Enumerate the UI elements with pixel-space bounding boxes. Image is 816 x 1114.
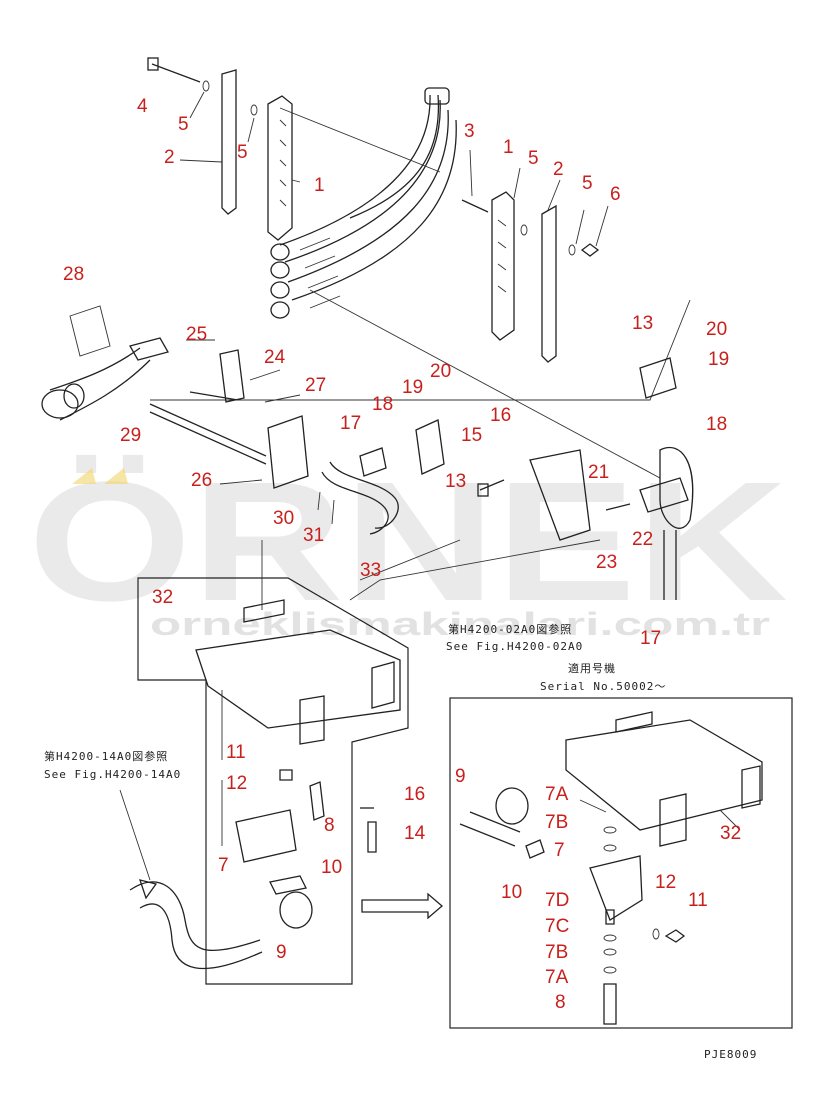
clamp-right — [461, 191, 600, 363]
callout-25: 25 — [186, 324, 207, 345]
callout-20a: 20 — [706, 319, 727, 340]
hose-bundle — [270, 87, 457, 319]
references: 第H4200-02A0図参照 See Fig.H4200-02A0 第H4200… — [44, 622, 757, 1061]
callout-11b: 11 — [688, 890, 708, 911]
callout-2b: 2 — [553, 159, 564, 180]
callout-18a: 18 — [372, 394, 393, 415]
ref1-en: See Fig.H4200-02A0 — [446, 640, 583, 653]
serial-en: Serial No.50002～ — [540, 680, 666, 693]
figure-code: PJE8009 — [704, 1048, 757, 1061]
callout-32b: 32 — [720, 823, 741, 844]
callout-7d-label: 7D — [545, 890, 569, 911]
callout-24: 24 — [264, 347, 286, 368]
callout-15: 15 — [461, 425, 482, 446]
callout-7c-label: 7C — [545, 916, 569, 937]
callout-29: 29 — [120, 425, 141, 446]
callout-28: 28 — [63, 264, 84, 285]
callout-5d: 5 — [582, 173, 593, 194]
callout-16b: 16 — [404, 784, 425, 805]
callout-9a: 9 — [455, 766, 466, 787]
serial-jp: 適用号機 — [568, 661, 616, 675]
ref2-en: See Fig.H4200-14A0 — [44, 768, 181, 781]
callout-21: 21 — [588, 462, 609, 483]
callout-12a: 12 — [226, 773, 247, 794]
ref2-jp: 第H4200-14A0図参照 — [44, 749, 168, 763]
callout-6: 6 — [610, 184, 621, 205]
callout-7d: 7 — [218, 855, 229, 876]
callout-5a: 5 — [178, 114, 189, 135]
clamp-left — [147, 57, 293, 241]
callout-1a: 1 — [314, 175, 325, 196]
callout-5b: 5 — [237, 142, 248, 163]
ref1-jp: 第H4200-02A0図参照 — [448, 622, 572, 636]
callout-9b: 9 — [276, 942, 287, 963]
watermark-accent — [72, 468, 128, 484]
callout-10a: 10 — [321, 857, 342, 878]
leader-lines — [150, 91, 691, 525]
left-bracket-assembly — [41, 305, 309, 489]
callout-17b: 17 — [640, 628, 661, 649]
callout-4: 4 — [137, 96, 148, 117]
callout-2a: 2 — [164, 147, 175, 168]
middle-hose-assembly — [321, 357, 694, 600]
callout-22: 22 — [632, 529, 653, 550]
callout-3: 3 — [464, 121, 475, 142]
callout-19a: 19 — [708, 349, 729, 370]
callout-13b: 13 — [445, 471, 466, 492]
serial-detail-region — [449, 697, 793, 1029]
callout-19b: 19 — [402, 377, 423, 398]
watermark: ÖRNEK orneklismakinalari.com.tr — [28, 447, 788, 642]
callout-10b: 10 — [501, 882, 522, 903]
lower-left-region — [119, 539, 601, 985]
callout-7c: 7 — [554, 840, 565, 861]
callout-7b2: 7B — [545, 942, 568, 963]
callout-30: 30 — [273, 508, 294, 529]
callout-1b: 1 — [503, 137, 514, 158]
callout-12b: 12 — [655, 872, 676, 893]
callout-26: 26 — [191, 470, 212, 491]
callout-32a: 32 — [152, 587, 173, 608]
callout-8a: 8 — [324, 815, 335, 836]
detail-arrow — [361, 892, 443, 920]
watermark-url: orneklismakinalari.com.tr — [150, 606, 770, 642]
callout-7a: 7A — [545, 784, 569, 805]
callout-18b: 18 — [706, 414, 727, 435]
watermark-brand: ÖRNEK — [28, 447, 788, 637]
callout-20b: 20 — [430, 361, 451, 382]
callout-5c: 5 — [528, 148, 539, 169]
callout-8b: 8 — [555, 992, 566, 1013]
callout-27: 27 — [305, 375, 326, 396]
callout-7a2: 7A — [545, 967, 569, 988]
callout-13a: 13 — [632, 313, 653, 334]
callout-14: 14 — [404, 823, 426, 844]
callout-7b: 7B — [545, 812, 568, 833]
callout-11a: 11 — [226, 742, 246, 763]
callouts: 4 5 5 2 1 3 1 5 2 5 6 28 25 13 20 24 19 … — [63, 96, 741, 1013]
callout-33: 33 — [360, 560, 381, 581]
callout-23: 23 — [596, 552, 617, 573]
callout-31: 31 — [303, 525, 324, 546]
callout-16a: 16 — [490, 405, 511, 426]
callout-17a: 17 — [340, 413, 361, 434]
